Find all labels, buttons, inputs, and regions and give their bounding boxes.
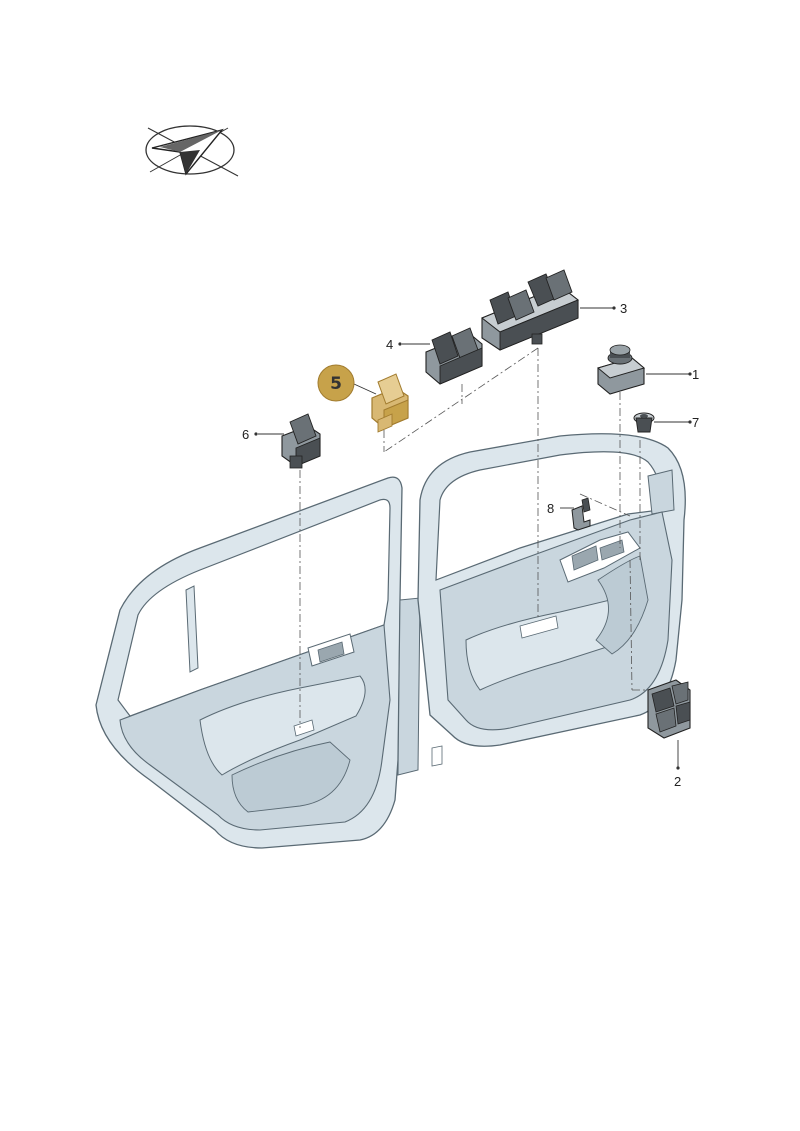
part-7-retaining-clip[interactable] [633,412,655,433]
front-door [417,433,686,747]
callout-3[interactable]: 3 [620,301,627,316]
part-5-single-window-switch[interactable] [371,373,409,433]
part-4-twin-window-switch[interactable] [425,327,483,385]
callout-6[interactable]: 6 [242,427,249,442]
rear-door [95,476,443,849]
paper-plane-orientation-icon [145,125,239,177]
reference-lines [299,347,652,728]
part-2-driver-window-switch-module[interactable] [647,679,691,739]
callout-5: 5 [330,374,342,394]
part-6-single-window-switch[interactable] [281,413,321,469]
leader-lines [258,307,690,768]
callout-4[interactable]: 4 [386,337,393,352]
part-8-bracket[interactable] [571,497,591,531]
callout-5-badge[interactable]: 5 [317,364,355,402]
callout-7[interactable]: 7 [692,415,699,430]
callout-2[interactable]: 2 [674,774,681,789]
part-1-mirror-adjust-switch[interactable] [596,344,646,395]
callout-8[interactable]: 8 [547,501,554,516]
part-3-multi-window-switch[interactable] [481,269,579,351]
leader-arrowheads [254,306,692,770]
callout-1[interactable]: 1 [692,367,699,382]
